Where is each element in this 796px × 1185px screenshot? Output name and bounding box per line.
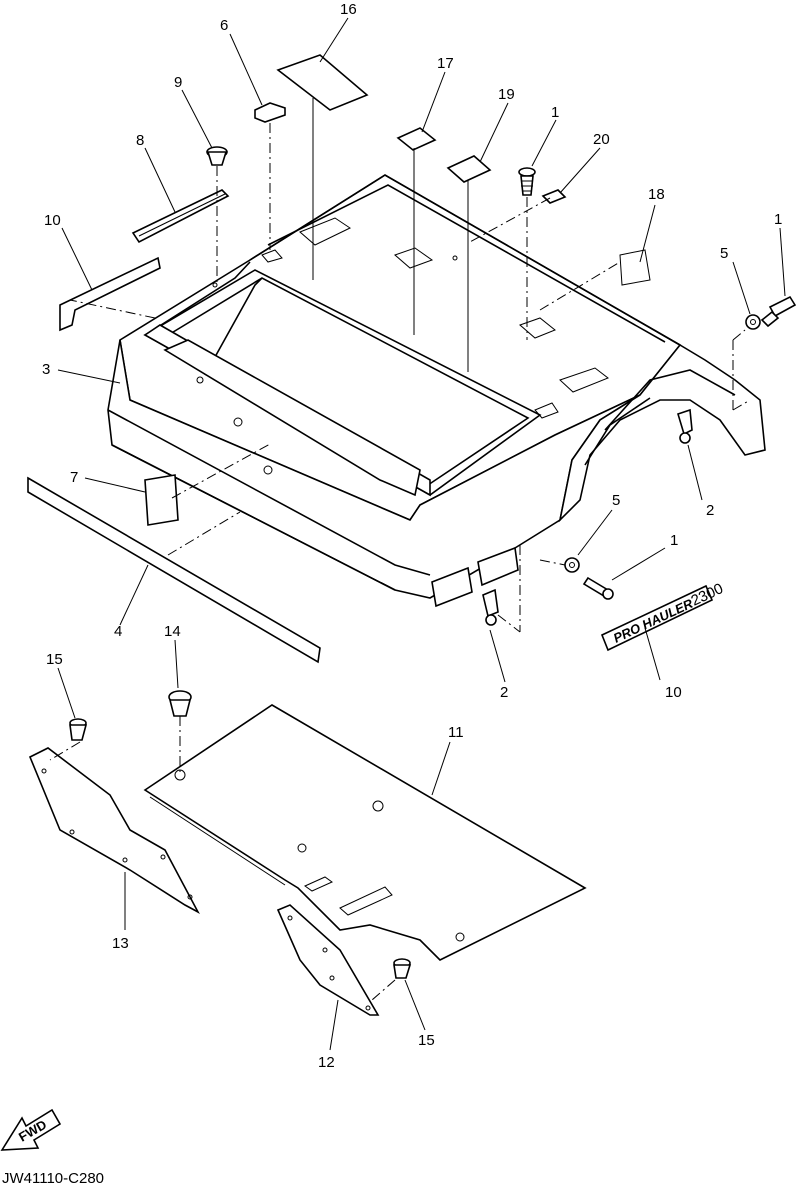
callout-17: 17 (437, 55, 454, 72)
callout-8: 8 (136, 132, 144, 149)
callout-numbers: 16 6 17 19 1 20 9 8 18 1 5 10 3 7 2 5 1 … (42, 1, 782, 1071)
callout-1-top: 1 (551, 104, 559, 121)
fwd-arrow-icon: FWD (0, 1108, 62, 1151)
callout-3: 3 (42, 361, 50, 378)
callout-5-right: 5 (720, 245, 728, 262)
cap-6 (254, 102, 286, 123)
callout-1-center: 1 (670, 532, 678, 549)
clip-9 (206, 146, 228, 166)
callout-10-left: 10 (44, 212, 61, 229)
clip-15-right (393, 958, 412, 979)
floor-panel-11 (143, 704, 587, 961)
panel-12 (276, 904, 380, 1016)
clip-2-lower (482, 588, 499, 626)
callout-1-right: 1 (774, 211, 782, 228)
callout-11: 11 (448, 724, 464, 741)
callout-14: 14 (164, 623, 181, 640)
callout-4: 4 (114, 623, 122, 640)
leader-lines (57, 17, 786, 1051)
drawing-code: JW41110-C280 (2, 1170, 104, 1185)
callout-13: 13 (112, 935, 129, 952)
callout-2-right: 2 (706, 502, 714, 519)
screw-1-top (518, 167, 536, 196)
clip-2-right (677, 408, 693, 444)
callout-2-lower: 2 (500, 684, 508, 701)
label-7 (144, 474, 179, 526)
callout-20: 20 (593, 131, 610, 148)
label-20 (541, 189, 567, 204)
callout-18: 18 (648, 186, 665, 203)
label-16 (276, 54, 369, 111)
screw-1-center (582, 576, 614, 600)
trim-10-left (59, 256, 161, 332)
clip-14 (168, 690, 192, 717)
label-19 (446, 155, 492, 183)
callout-15-left: 15 (46, 651, 63, 668)
callout-16: 16 (340, 1, 357, 18)
callout-9: 9 (174, 74, 182, 91)
callout-19: 19 (498, 86, 515, 103)
screw-1-right (760, 295, 796, 328)
panel-13 (28, 747, 200, 914)
label-17 (396, 127, 437, 151)
callout-5-center: 5 (612, 492, 620, 509)
callout-7: 7 (70, 469, 78, 486)
clip-15-left (69, 718, 88, 741)
callout-12: 12 (318, 1054, 335, 1071)
callout-6: 6 (220, 17, 228, 34)
washer-5-right (745, 314, 761, 330)
badge-small-text: 2300 (689, 580, 726, 610)
badge-text: PRO HAULER (611, 596, 696, 646)
callout-10-badge: 10 (665, 684, 682, 701)
pro-hauler-badge: PRO HAULER 2300 (600, 580, 726, 652)
cargo-bed-body (107, 174, 766, 608)
strip-4 (27, 476, 321, 664)
callout-15-right: 15 (418, 1032, 435, 1049)
washer-5-center (564, 557, 580, 573)
